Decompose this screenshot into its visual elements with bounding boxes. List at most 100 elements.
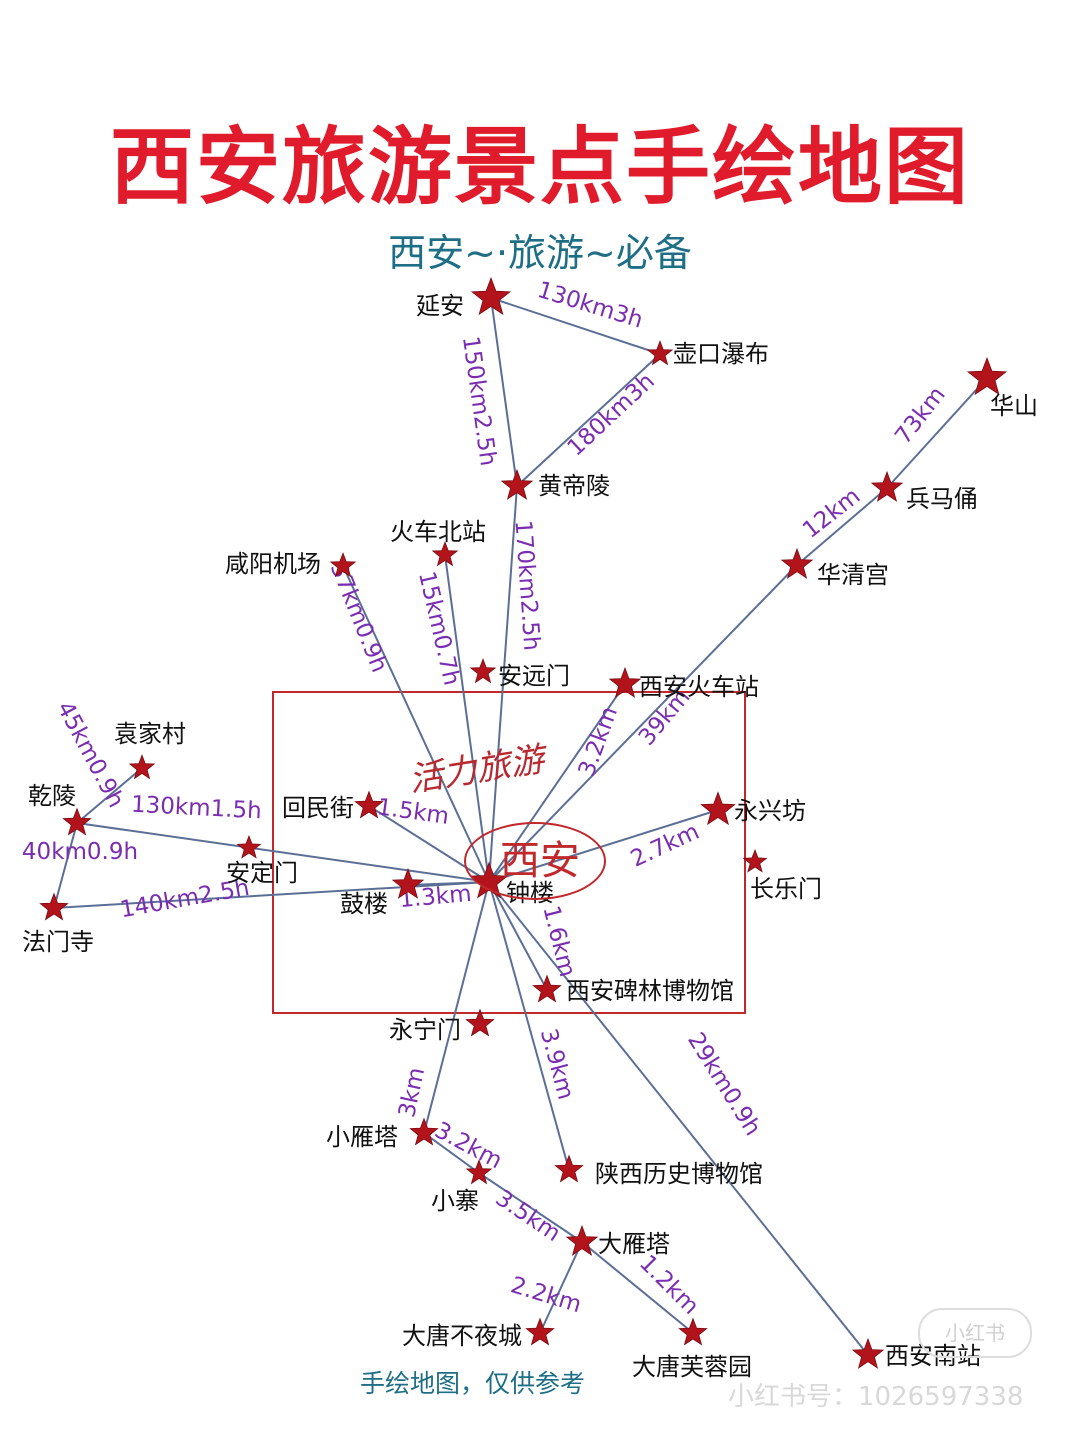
star-marker-shaanxi [554, 1154, 584, 1183]
route-line-dayan-furong [581, 1241, 694, 1334]
star-marker-xiaoyan [409, 1117, 439, 1146]
city-wall-box [272, 691, 746, 1014]
place-label-huimin: 回民街 [282, 794, 354, 822]
place-label-famen: 法门寺 [22, 928, 94, 956]
place-label-furong: 大唐芙蓉园 [632, 1353, 752, 1381]
routes-layer [53, 297, 988, 1356]
distance-label: 15km0.7h [413, 569, 464, 688]
place-label-budye: 大唐不夜城 [402, 1322, 522, 1350]
star-marker-huochezhan [608, 666, 642, 698]
place-label-beilin: 西安碑林博物馆 [566, 977, 734, 1005]
place-label-beizhan: 火车北站 [390, 518, 486, 546]
distance-label: 3.9km [535, 1026, 579, 1103]
route-line-yanan-huangdi [490, 297, 518, 487]
star-marker-huimin [354, 790, 384, 819]
place-label-dayan: 大雁塔 [598, 1230, 670, 1258]
watermark-badge: 小红书 [918, 1308, 1032, 1358]
distance-label: 1.6km [537, 903, 580, 979]
distance-label: 37km0.9h [325, 559, 393, 676]
distance-label: 2.2km [508, 1272, 585, 1318]
star-marker-yuanjia [128, 754, 156, 780]
place-label-yanan: 延安 [416, 292, 464, 320]
distance-label: 40km0.9h [22, 839, 138, 865]
place-label-xiaoyan: 小雁塔 [326, 1123, 398, 1151]
city-center-ellipse [464, 822, 606, 900]
star-marker-anding [236, 834, 262, 859]
distance-label: 1.2km [634, 1250, 704, 1320]
distance-label: 3km [394, 1065, 430, 1120]
city-center-label: 西安 [500, 838, 580, 884]
route-line-qianling-famen [53, 822, 78, 909]
star-marker-huaqing [780, 547, 814, 579]
map-title: 西安旅游景点手绘地图 [109, 118, 970, 216]
distance-label: 73km [890, 382, 951, 449]
route-line-zhonglou-xiaoyan [423, 881, 490, 1134]
distance-label: 130km3h [534, 277, 646, 334]
place-label-huangdi: 黄帝陵 [538, 472, 610, 500]
star-marker-qianling [62, 807, 92, 836]
place-label-huaqing: 华清宫 [817, 561, 889, 589]
star-marker-huashan [966, 356, 1008, 396]
route-line-beilin-zhonglou [488, 881, 548, 991]
place-label-shaanxi: 陕西历史博物馆 [595, 1160, 763, 1188]
place-label-huochezhan: 西安火车站 [639, 673, 759, 701]
route-line-huangdi-zhonglou [488, 485, 518, 883]
star-marker-yongxing [700, 791, 736, 826]
star-marker-beilin [532, 974, 562, 1003]
star-marker-changle [742, 848, 768, 873]
distance-label: 3.5km [491, 1185, 565, 1247]
route-line-qianling-zhonglou [76, 822, 490, 883]
footer-note: 手绘地图，仅供参考 [360, 1369, 586, 1398]
route-line-beizhan-zhonglou [444, 554, 490, 883]
place-label-yongxing: 永兴坊 [734, 797, 806, 825]
star-marker-bingma [870, 470, 904, 502]
place-label-xiaozhai: 小寨 [431, 1187, 479, 1215]
star-marker-xianyang [329, 552, 357, 578]
map-subtitle: 西安~·旅游~必备 [388, 231, 692, 275]
star-marker-gulou [391, 867, 425, 899]
route-line-yanan-hukou [490, 297, 661, 355]
route-line-bingma-huaqing [796, 487, 888, 566]
place-label-yuanjia: 袁家村 [114, 720, 186, 748]
star-marker-dayan [565, 1224, 599, 1256]
place-label-qianling: 乾陵 [28, 782, 76, 810]
route-line-famen-zhonglou [53, 881, 490, 909]
place-label-xianyang: 咸阳机场 [225, 550, 321, 578]
place-label-gulou: 鼓楼 [340, 890, 388, 918]
distance-label: 150km2.5h [457, 334, 501, 467]
star-marker-famen [39, 892, 69, 921]
star-marker-nanzhan [851, 1337, 885, 1369]
star-marker-beizhan [431, 541, 459, 567]
route-line-huashan-bingma [886, 377, 988, 489]
route-line-zhonglou-shaanxi [488, 881, 570, 1171]
place-label-yongning: 永宁门 [389, 1016, 461, 1044]
star-marker-hukou [646, 340, 674, 366]
distance-label: 130km1.5h [130, 792, 262, 825]
place-label-anyuan: 安远门 [498, 662, 570, 690]
place-label-changle: 长乐门 [750, 875, 822, 903]
distance-label: 29km0.9h [682, 1028, 766, 1140]
star-marker-furong [678, 1317, 708, 1346]
place-label-huashan: 华山 [990, 392, 1038, 420]
star-marker-xiaozhai [465, 1159, 493, 1185]
route-line-qianling-yuanjia [76, 767, 143, 824]
route-line-xiaozhai-dayan [478, 1172, 583, 1243]
distance-label: 170km2.5h [509, 519, 544, 651]
star-marker-budye [525, 1317, 555, 1346]
star-marker-yanan [470, 276, 512, 316]
distance-label: 3.2km [574, 703, 623, 780]
star-marker-yongning [465, 1008, 495, 1037]
star-marker-anyuan [469, 658, 497, 684]
place-label-bingma: 兵马俑 [906, 485, 978, 513]
route-line-xianyang-zhonglou [342, 565, 490, 883]
place-label-hukou: 壶口瀑布 [673, 340, 769, 368]
route-line-hukou-huangdi [516, 353, 661, 487]
watermark-text: 小红书号：1026597338 [728, 1382, 1024, 1412]
distance-label: 180km3h [563, 368, 660, 461]
place-label-anding: 安定门 [226, 859, 298, 887]
star-marker-huangdi [500, 468, 534, 500]
route-line-zhonglou-nanzhan [488, 881, 869, 1356]
